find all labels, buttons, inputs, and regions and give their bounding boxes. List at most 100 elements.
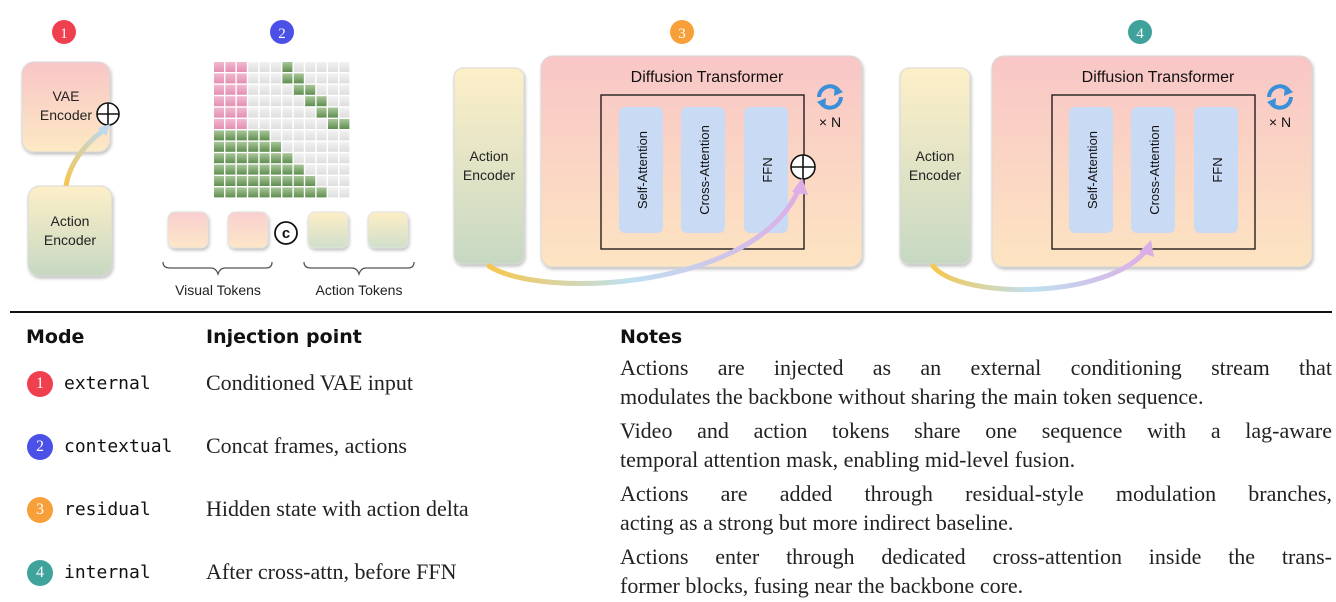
mask-cell — [316, 187, 327, 198]
mask-cell — [316, 130, 327, 141]
mask-cell — [328, 187, 338, 198]
mask-cell — [259, 164, 270, 175]
repeat-label: × N — [1269, 114, 1291, 130]
mask-cell — [271, 73, 281, 84]
injection-point: After cross-attn, before FFN — [206, 559, 457, 584]
mask-cell — [293, 130, 304, 141]
mask-cell — [316, 73, 327, 84]
mask-cell — [248, 187, 259, 198]
mode-note: Video and action tokens share one sequen… — [620, 418, 1332, 472]
svg-text:4: 4 — [1136, 26, 1144, 42]
mask-cell — [293, 187, 304, 198]
diffusion-transformer-title: Diffusion Transformer — [631, 69, 784, 86]
mode-note: Actions are injected as an external cond… — [620, 355, 1332, 409]
mask-cell — [328, 130, 338, 141]
mask-cell — [293, 119, 304, 129]
action-encoder-box — [27, 185, 113, 277]
mask-cell — [328, 164, 338, 175]
mask-cell — [316, 119, 327, 129]
mask-cell — [282, 187, 293, 198]
mask-cell — [328, 84, 338, 95]
injection-point: Concat frames, actions — [206, 433, 407, 458]
self-attention-block — [1069, 107, 1113, 233]
mask-cell — [328, 62, 338, 72]
mask-cell — [214, 107, 224, 118]
mask-cell — [339, 141, 350, 152]
mask-cell — [236, 84, 247, 95]
mask-cell — [259, 96, 270, 107]
svg-text:FFN: FFN — [760, 157, 775, 182]
svg-text:FFN: FFN — [1210, 157, 1225, 182]
mask-cell — [236, 96, 247, 107]
mask-cell — [328, 176, 338, 186]
mask-cell — [282, 119, 293, 129]
mask-cell — [305, 141, 316, 152]
mask-cell — [236, 62, 247, 72]
mask-cell — [259, 84, 270, 95]
visual-token — [227, 211, 269, 249]
mask-cell — [236, 119, 247, 129]
mask-cell — [339, 119, 350, 129]
svg-text:Self-Attention: Self-Attention — [1085, 131, 1100, 209]
row-badge: 2 — [27, 434, 53, 460]
add-operator-icon — [790, 154, 816, 180]
action-token — [367, 211, 409, 249]
mask-cell — [339, 164, 350, 175]
mask-cell — [214, 130, 224, 141]
mask-cell — [259, 176, 270, 186]
mask-cell — [305, 62, 316, 72]
mask-cell — [225, 107, 236, 118]
action-flow-arrow — [63, 127, 107, 189]
action-encoder-box — [453, 67, 525, 265]
mask-cell — [271, 107, 281, 118]
mask-cell — [339, 153, 350, 164]
mask-cell — [339, 84, 350, 95]
mask-cell — [248, 96, 259, 107]
mask-cell — [225, 73, 236, 84]
mask-cell — [225, 141, 236, 152]
mask-cell — [225, 187, 236, 198]
mode-name: residual — [64, 499, 151, 520]
cross-attention-block — [681, 107, 725, 233]
mask-cell — [259, 62, 270, 72]
mask-cell — [271, 164, 281, 175]
mask-cell — [339, 107, 350, 118]
action-encoder-box — [899, 67, 971, 265]
svg-text:2: 2 — [278, 26, 286, 42]
mask-cell — [282, 62, 293, 72]
mask-cell — [248, 119, 259, 129]
mask-cell — [214, 73, 224, 84]
svg-text:Encoder: Encoder — [40, 107, 92, 123]
mode-name: contextual — [64, 436, 173, 457]
transformer-block-frame — [1051, 94, 1256, 250]
mask-cell — [339, 130, 350, 141]
ffn-block — [1194, 107, 1238, 233]
svg-text:Cross-Attention: Cross-Attention — [1147, 125, 1162, 215]
vae-encoder-label: VAE — [53, 88, 80, 104]
badge-4: 4 — [1128, 20, 1152, 44]
mask-cell — [214, 153, 224, 164]
mask-cell — [214, 119, 224, 129]
mask-cell — [214, 176, 224, 186]
mask-cell — [328, 73, 338, 84]
mask-cell — [305, 96, 316, 107]
badge-3: 3 — [670, 20, 694, 44]
self-attention-block — [619, 107, 663, 233]
mask-cell — [305, 130, 316, 141]
svg-text:Cross-Attention: Cross-Attention — [697, 125, 712, 215]
mask-cell — [225, 176, 236, 186]
svg-text:c: c — [282, 225, 290, 242]
cross-attention-block — [1131, 107, 1175, 233]
mask-cell — [339, 62, 350, 72]
visual-tokens-brace — [162, 261, 273, 277]
mask-cell — [248, 73, 259, 84]
mask-cell — [225, 119, 236, 129]
mask-cell — [259, 119, 270, 129]
mask-cell — [316, 176, 327, 186]
mask-cell — [316, 141, 327, 152]
mask-cell — [293, 176, 304, 186]
mask-cell — [259, 107, 270, 118]
action-encoder-label: Action — [470, 148, 509, 164]
action-injection-diagram: 1 2 3 4 VAE Encoder Action Encoder — [21, 20, 1313, 298]
mask-cell — [293, 153, 304, 164]
